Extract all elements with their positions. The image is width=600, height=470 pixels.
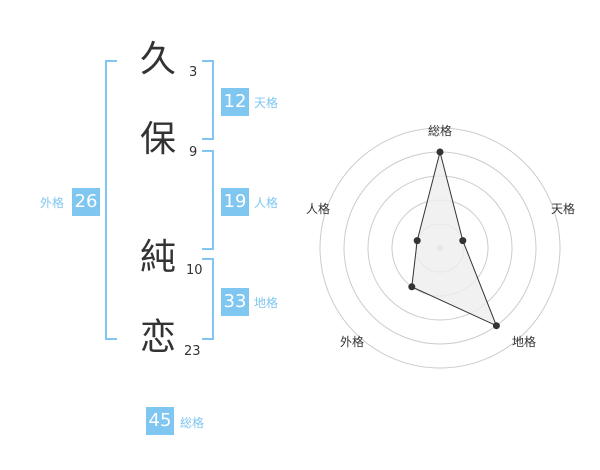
jinkaku-label: 人格 [254,196,279,210]
tenkaku-bracket-side [212,60,214,140]
radar-point-3 [492,322,500,330]
radar-point-1 [436,148,444,156]
chikaku-bracket-side [212,258,214,340]
chikaku-bracket-bottom [202,338,214,340]
jinkaku-bracket-bottom [202,248,214,250]
radar-axis-label-chikaku: 地格 [512,335,537,349]
radar-shape [408,148,500,330]
gaikaku-label: 外格 [40,196,65,210]
gaikaku-value-badge: 26 [72,188,100,216]
tenkaku-bracket-bottom [202,138,214,140]
radar-axis-label-soukaku: 総格 [428,124,453,138]
gaikaku-bracket-side [105,60,107,340]
chikaku-value-badge: 33 [221,288,249,316]
soukaku-label: 総格 [180,416,205,430]
name-char-1-strokes: 3 [189,65,198,80]
name-char-3-strokes: 10 [186,263,203,278]
name-char-4: 恋 [139,317,176,358]
chikaku-bracket-top [202,258,214,260]
tenkaku-label: 天格 [254,96,279,110]
name-char-4-strokes: 23 [184,344,201,359]
name-char-2-strokes: 9 [189,145,198,160]
radar-axis-label-tenkaku: 天格 [551,202,576,216]
radar-axis-label-jinkaku: 人格 [306,202,331,216]
jinkaku-value-badge: 19 [221,188,249,216]
tenkaku-value-badge: 12 [221,88,249,116]
radar-ring [319,127,561,369]
chikaku-label: 地格 [254,296,279,310]
radar-polygon [411,151,498,327]
soukaku-value-badge: 45 [146,407,174,435]
jinkaku-bracket-side [212,150,214,250]
gaikaku-bracket-bottom [105,338,117,340]
radar-point-4 [408,283,416,291]
name-char-2: 保 [139,119,176,160]
radar-point-5 [413,237,421,245]
jinkaku-bracket-top [202,150,214,152]
radar-point-2 [459,237,467,245]
name-char-3: 純 [139,237,176,278]
name-char-1: 久 [139,39,176,80]
tenkaku-bracket-top [202,60,214,62]
gaikaku-bracket-top [105,60,117,62]
radar-axis-label-gaikaku: 外格 [340,335,365,349]
